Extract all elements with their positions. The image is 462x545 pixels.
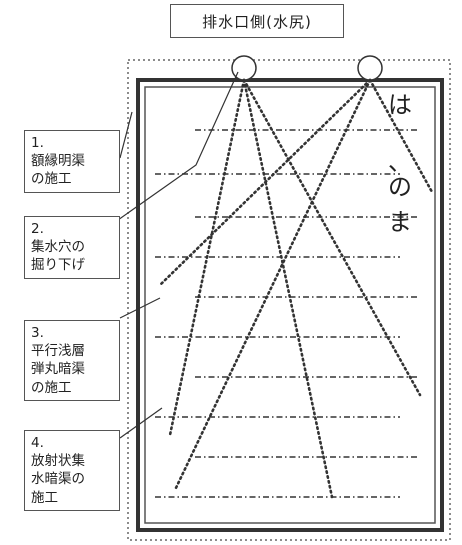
callout-text: の施工 — [31, 379, 72, 396]
callout-number: 4. — [31, 435, 44, 451]
radial-drain-line — [168, 78, 246, 437]
callout-radial-drain: 4. 放射状集 水暗渠の 施工 — [24, 430, 120, 511]
collection-hole-right — [357, 55, 383, 81]
callout-text: 施工 — [31, 489, 58, 506]
callout-text: 平行浅層 — [31, 343, 85, 360]
callout-text: 弾丸暗渠 — [31, 361, 85, 378]
perimeter-ditch-outer — [136, 78, 444, 532]
leader-line — [117, 71, 239, 221]
field-boundary — [127, 59, 451, 541]
drain-outlet-side-label: 排水口側(水尻) — [170, 4, 344, 38]
radial-drain-line — [368, 78, 434, 194]
callout-parallel-mole-drain: 3. 平行浅層 弾丸暗渠 の施工 — [24, 320, 120, 401]
callout-text: 水暗渠の — [31, 471, 85, 488]
callout-text: 放射状集 — [31, 453, 85, 470]
radial-drain-line — [242, 78, 334, 499]
callout-text: の施工 — [31, 171, 72, 188]
radial-drain-line — [242, 78, 422, 397]
leader-line — [119, 297, 161, 319]
callout-number: 1. — [31, 135, 44, 151]
radial-drain-line — [158, 78, 372, 287]
parallel-mole-drains — [155, 129, 420, 498]
cropped-text-glyph: は — [388, 91, 412, 119]
callout-text: 掘り下げ — [31, 257, 85, 274]
leader-line — [119, 111, 133, 159]
radial-collector-drains — [158, 78, 434, 499]
callout-text: 額縁明渠 — [31, 153, 85, 170]
callout-leaders — [117, 71, 239, 439]
callout-number: 2. — [31, 221, 44, 237]
cropped-text-glyph: 、 — [388, 148, 412, 176]
callout-collection-hole: 2. 集水穴の 掘り下げ — [24, 216, 120, 279]
cropped-text-glyph: ま — [388, 208, 412, 236]
leader-line — [119, 407, 163, 439]
callout-number: 3. — [31, 325, 44, 341]
cropped-text-glyph: の — [388, 173, 412, 201]
callout-text: 集水穴の — [31, 239, 85, 256]
radial-drain-line — [173, 78, 372, 492]
callout-perimeter-ditch: 1. 額縁明渠 の施工 — [24, 130, 120, 193]
